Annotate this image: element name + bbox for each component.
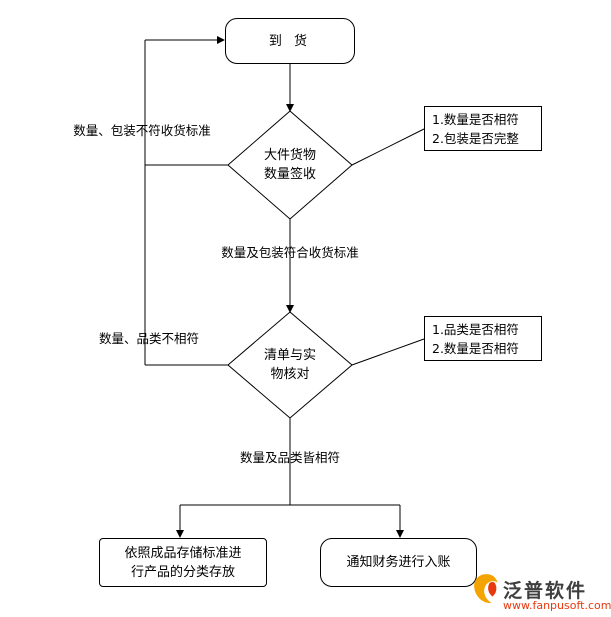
fanpu-flame-icon <box>474 574 498 603</box>
decision2-line1: 清单与实 <box>263 348 316 363</box>
note1-line1: 1.数量是否相符 <box>432 111 519 127</box>
note2-line2: 2.数量是否相符 <box>432 340 519 356</box>
label-reject-packaging: 数量、包装不符收货标准 <box>73 123 211 138</box>
note-category-quantity: 1.品类是否相符 2.数量是否相符 <box>424 316 542 361</box>
note-quantity-packaging: 1.数量是否相符 2.包装是否完整 <box>424 106 542 151</box>
decision1-line2: 数量签收 <box>263 167 316 182</box>
decision-quantity-text: 大件货物 数量签收 <box>230 146 350 184</box>
start-node-label: 到 货 <box>268 33 312 49</box>
start-node-arrival: 到 货 <box>225 18 355 64</box>
brand-name: 泛普软件 <box>503 580 588 602</box>
note2-line1: 1.品类是否相符 <box>432 321 519 337</box>
store-box-line1: 依照成品存储标准进 <box>124 545 242 561</box>
note1-line2: 2.包装是否完整 <box>432 130 519 146</box>
notify-box-label: 通知财务进行入账 <box>346 555 451 570</box>
action-store-products: 依照成品存储标准进 行产品的分类存放 <box>99 538 267 587</box>
decision1-line1: 大件货物 <box>263 148 316 163</box>
brand-url-link[interactable]: www.fanpusoft.com <box>503 599 611 612</box>
label-reject-category: 数量、品类不相符 <box>98 331 199 346</box>
store-box-line2: 行产品的分类存放 <box>130 564 235 580</box>
action-notify-finance: 通知财务进行入账 <box>320 538 477 587</box>
decision-list-text: 清单与实 物核对 <box>230 346 350 384</box>
decision2-line2: 物核对 <box>270 367 310 382</box>
label-pass-category: 数量及品类皆相符 <box>239 450 340 465</box>
label-pass-packaging: 数量及包装符合收货标准 <box>221 245 359 260</box>
